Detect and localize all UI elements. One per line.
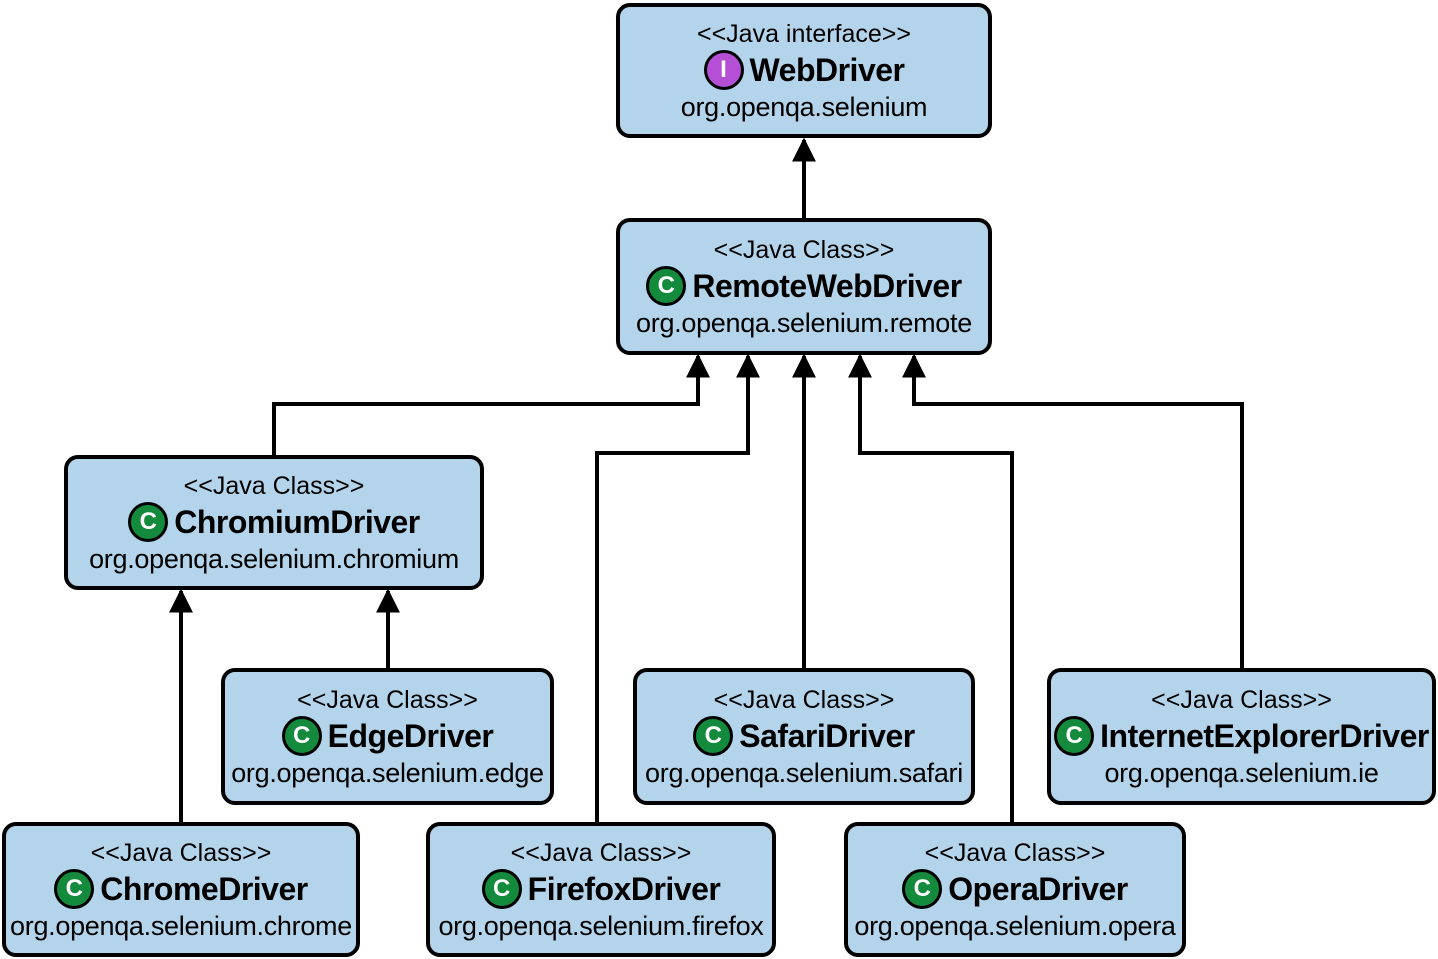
title-row: C RemoteWebDriver [646,265,962,306]
title-row: I WebDriver [703,49,905,90]
class-name: OperaDriver [948,870,1128,907]
package-name: org.openqa.selenium.edge [231,757,544,788]
node-internetexplorerdriver: <<Java Class>> C InternetExplorerDriver … [1047,668,1436,805]
stereotype: <<Java Class>> [713,685,895,714]
stereotype: <<Java Class>> [713,235,895,264]
class-icon: C [54,868,95,909]
stereotype: <<Java Class>> [924,838,1106,867]
package-name: org.openqa.selenium.chrome [10,910,352,941]
class-name: SafariDriver [739,717,915,754]
node-remotewebdriver: <<Java Class>> C RemoteWebDriver org.ope… [616,218,992,355]
interface-icon: I [703,49,744,90]
class-icon: C [693,715,734,756]
stereotype: <<Java Class>> [297,685,478,714]
class-icon: C [281,715,322,756]
package-name: org.openqa.selenium.opera [854,910,1176,941]
class-name: ChromiumDriver [174,503,420,540]
edge-chromium-to-remote [272,353,710,455]
edge-firefox-to-remote [595,353,760,822]
node-firefoxdriver: <<Java Class>> C FirefoxDriver org.openq… [426,822,776,957]
package-name: org.openqa.selenium.remote [636,307,972,338]
edge-opera-to-remote [848,353,1014,822]
class-name: EdgeDriver [327,717,494,754]
title-row: C EdgeDriver [281,715,494,756]
class-name: FirefoxDriver [527,870,721,907]
node-chromiumdriver: <<Java Class>> C ChromiumDriver org.open… [64,455,484,590]
stereotype: <<Java Class>> [183,471,365,500]
class-icon: C [902,868,943,909]
title-row: C FirefoxDriver [481,868,721,909]
node-chromedriver: <<Java Class>> C ChromeDriver org.openqa… [2,822,360,957]
class-icon: C [646,265,687,306]
node-webdriver: <<Java interface>> I WebDriver org.openq… [616,3,992,138]
title-row: C OperaDriver [902,868,1128,909]
class-icon: C [128,501,169,542]
edge-ie-to-remote [902,353,1244,668]
title-row: C ChromiumDriver [128,501,420,542]
class-name: WebDriver [749,51,905,88]
stereotype: <<Java interface>> [696,19,912,48]
class-name: InternetExplorerDriver [1100,717,1429,754]
title-row: C InternetExplorerDriver [1054,715,1429,756]
package-name: org.openqa.selenium.chromium [89,543,459,574]
class-icon: C [1054,715,1095,756]
stereotype: <<Java Class>> [510,838,692,867]
node-safaridriver: <<Java Class>> C SafariDriver org.openqa… [633,668,975,805]
package-name: org.openqa.selenium.firefox [438,910,764,941]
node-operadriver: <<Java Class>> C OperaDriver org.openqa.… [844,822,1186,957]
stereotype: <<Java Class>> [90,838,272,867]
package-name: org.openqa.selenium [680,91,928,122]
title-row: C ChromeDriver [54,868,308,909]
class-icon: C [481,868,522,909]
class-name: RemoteWebDriver [692,267,962,304]
package-name: org.openqa.selenium.ie [1104,757,1379,788]
package-name: org.openqa.selenium.safari [645,757,963,788]
class-name: ChromeDriver [100,870,308,907]
stereotype: <<Java Class>> [1151,685,1332,714]
title-row: C SafariDriver [693,715,915,756]
node-edgedriver: <<Java Class>> C EdgeDriver org.openqa.s… [221,668,554,805]
